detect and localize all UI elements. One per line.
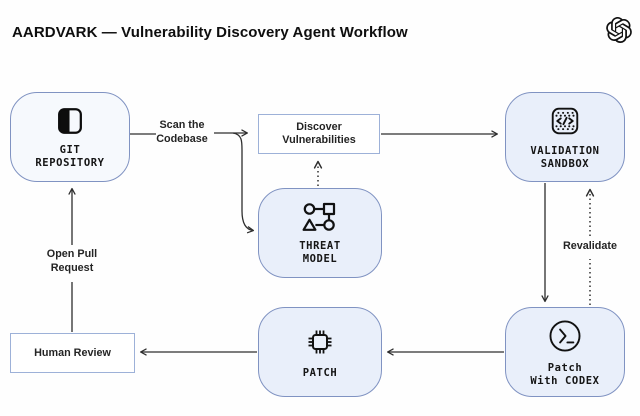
node-label: Discover Vulnerabilities [282, 121, 356, 146]
node-human-review: Human Review [10, 333, 135, 373]
terminal-icon [546, 317, 584, 355]
repository-icon [54, 105, 86, 137]
edge-label-scan-the-codebase: Scan the Codebase [156, 119, 208, 145]
edge-label-open-pull-request: Open Pull Request [46, 248, 98, 274]
sandbox-code-icon [548, 104, 582, 138]
node-patch-with-codex: Patch With CODEX [505, 307, 625, 397]
page-title: AARDVARK — Vulnerability Discovery Agent… [12, 24, 408, 41]
node-discover-vulnerabilities: Discover Vulnerabilities [258, 114, 380, 154]
edge-label-revalidate: Revalidate [562, 240, 617, 252]
node-label: PATCH [302, 367, 338, 379]
node-label: VALIDATION SANDBOX [530, 144, 600, 170]
threat-model-diagram-icon [300, 201, 340, 233]
openai-logo-icon [606, 17, 632, 44]
node-label: Patch With CODEX [530, 361, 600, 387]
node-label: GIT REPOSITORY [35, 143, 105, 169]
node-label: Human Review [34, 346, 111, 359]
node-validation-sandbox: VALIDATION SANDBOX [505, 92, 625, 182]
chip-icon [302, 324, 338, 360]
node-patch: PATCH [258, 307, 382, 397]
node-label: THREAT MODEL [299, 239, 341, 265]
node-threat-model: THREAT MODEL [258, 188, 382, 278]
node-git-repository: GIT REPOSITORY [10, 92, 130, 182]
